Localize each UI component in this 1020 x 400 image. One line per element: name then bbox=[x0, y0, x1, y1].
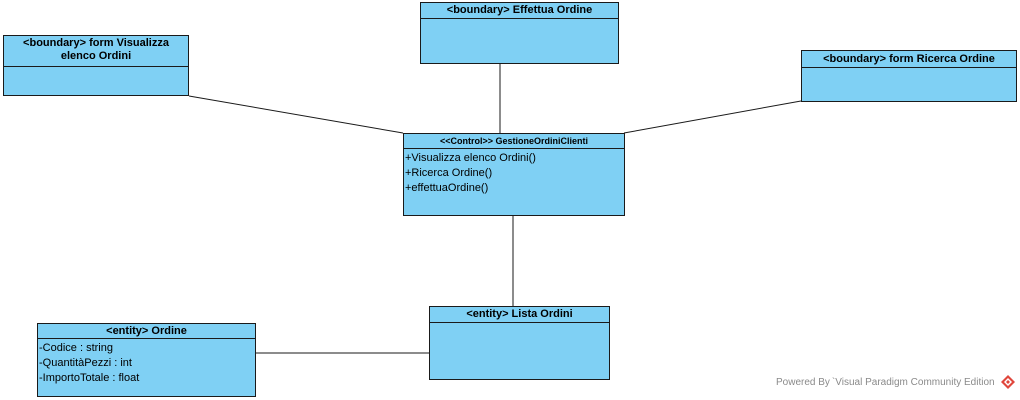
attributes-list: -Codice : string -QuantitàPezzi : int -I… bbox=[38, 339, 255, 386]
class-effettua-ordine[interactable]: <boundary> Effettua Ordine bbox=[420, 2, 619, 64]
watermark-text: Powered By `Visual Paradigm Community Ed… bbox=[776, 377, 995, 388]
operation-item: +Ricerca Ordine() bbox=[405, 167, 493, 179]
association-ricerca-control bbox=[623, 100, 802, 134]
class-title: <boundary> Effettua Ordine bbox=[421, 3, 618, 19]
attribute-item: -Codice : string bbox=[39, 342, 113, 354]
class-gestione-ordini-clienti[interactable]: <<Control>> GestioneOrdiniClienti +Visua… bbox=[403, 133, 625, 216]
class-lista-ordini[interactable]: <entity> Lista Ordini bbox=[429, 306, 610, 380]
operations-list: +Visualizza elenco Ordini() +Ricerca Ord… bbox=[404, 149, 624, 196]
class-ordine[interactable]: <entity> Ordine -Codice : string -Quanti… bbox=[37, 323, 256, 397]
class-form-visualizza-elenco-ordini[interactable]: <boundary> form Visualizza elenco Ordini bbox=[3, 35, 189, 96]
class-title: <<Control>> GestioneOrdiniClienti bbox=[404, 134, 624, 149]
class-title: <boundary> form Ricerca Ordine bbox=[802, 51, 1016, 68]
class-title: <entity> Lista Ordini bbox=[430, 307, 609, 323]
class-form-ricerca-ordine[interactable]: <boundary> form Ricerca Ordine bbox=[801, 50, 1017, 102]
operation-item: +Visualizza elenco Ordini() bbox=[405, 152, 536, 164]
visual-paradigm-logo-icon bbox=[1001, 375, 1015, 389]
association-visualizza-control bbox=[188, 95, 404, 134]
attribute-item: -QuantitàPezzi : int bbox=[39, 357, 132, 369]
operation-item: +effettuaOrdine() bbox=[405, 182, 489, 194]
attribute-item: -ImportoTotale : float bbox=[39, 372, 140, 384]
class-title: <entity> Ordine bbox=[38, 324, 255, 339]
class-title: <boundary> form Visualizza elenco Ordini bbox=[4, 36, 188, 67]
